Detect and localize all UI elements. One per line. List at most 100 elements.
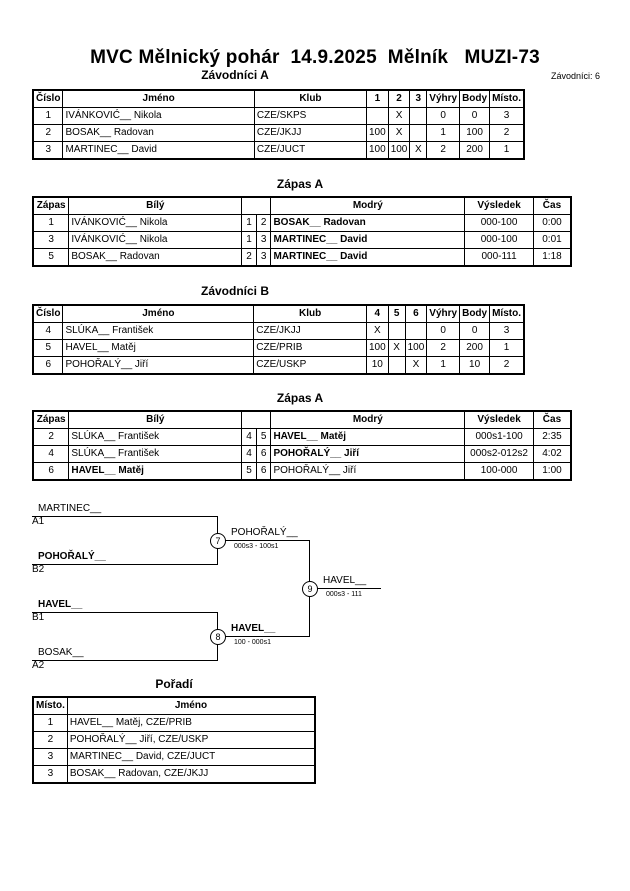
pool-b-header-row: Číslo Jméno Klub 4 5 6 Výhry Body Místo.	[32, 304, 525, 323]
col-header: Zápas	[32, 410, 70, 429]
score-cell: 10	[365, 356, 389, 375]
points-cell: 10	[459, 356, 491, 375]
bracket-competitor-a2: BOSAK__	[38, 647, 84, 658]
matches-b-table: Zápas Bílý Modrý Výsledek Čas 2 SLÚKA__ …	[32, 410, 572, 481]
match-result: 000-111	[464, 248, 534, 267]
pool-b-table: Číslo Jméno Klub 4 5 6 Výhry Body Místo.…	[32, 304, 525, 375]
bracket-winner-8: HAVEL__	[231, 623, 276, 634]
competitor-club: CZE/JKJJ	[253, 124, 368, 142]
blue-number: 3	[255, 248, 272, 267]
match-number: 1	[32, 214, 70, 232]
score-cell	[366, 107, 389, 125]
pool-b-heading: Závodníci B	[200, 284, 269, 298]
match-time: 2:35	[532, 428, 572, 446]
competitor-number: 3	[32, 141, 64, 160]
white-number: 5	[241, 462, 257, 481]
rank-name: BOSAK__ Radovan, CZE/JKJJ	[66, 765, 316, 784]
points-cell: 0	[459, 107, 491, 125]
wins-cell: 0	[426, 322, 461, 340]
blue-number: 6	[255, 445, 272, 463]
score-cell: X	[404, 356, 428, 375]
rank-name: POHOŘALÝ__ Jiří, CZE/USKP	[66, 731, 316, 749]
col-header: 6	[404, 304, 428, 323]
rank-place: 3	[32, 765, 68, 784]
competitor-club: CZE/PRIB	[253, 339, 367, 357]
rank-place: 1	[32, 714, 68, 732]
blue-competitor: HAVEL__ Matěj	[270, 428, 466, 446]
score-cell: X	[387, 107, 411, 125]
score-cell	[387, 356, 406, 375]
match-number: 2	[32, 428, 70, 446]
table-row: 2 POHOŘALÝ__ Jiří, CZE/USKP	[32, 731, 316, 749]
match-result: 000s1-100	[464, 428, 534, 446]
ranking-header-row: Místo. Jméno	[32, 696, 316, 715]
points-cell: 0	[459, 322, 491, 340]
pool-a-heading: Závodníci A	[201, 68, 269, 82]
bracket-match-7: 7	[210, 533, 226, 549]
match-time: 4:02	[532, 445, 572, 463]
bracket-match-8: 8	[210, 629, 226, 645]
score-cell	[409, 107, 428, 125]
col-header: Výsledek	[464, 410, 534, 429]
col-header: Klub	[253, 304, 367, 323]
matches-b-heading: Zápas A	[276, 391, 324, 405]
score-cell: X	[409, 141, 428, 160]
col-header: Modrý	[270, 196, 466, 215]
bracket-line	[32, 612, 218, 613]
col-header: 1	[366, 89, 389, 108]
table-row: 3 IVÁNKOVIĆ__ Nikola 1 3 MARTINEC__ Davi…	[32, 231, 572, 249]
wins-cell: 1	[426, 356, 461, 375]
col-header: Čas	[532, 410, 572, 429]
bracket-line	[32, 516, 218, 517]
wins-cell: 2	[426, 339, 461, 357]
col-header: Body	[459, 304, 491, 323]
bracket-competitor-b1: HAVEL__	[38, 599, 83, 610]
bracket-line	[217, 636, 309, 637]
competitors-count: Závodníci: 6	[550, 71, 600, 81]
col-header: Výhry	[426, 304, 461, 323]
rank-place: 3	[32, 748, 68, 766]
place-cell: 1	[489, 339, 525, 357]
score-cell: 100	[366, 124, 389, 142]
match-time: 0:00	[532, 214, 572, 232]
place-cell: 2	[489, 124, 525, 142]
table-row: 3 BOSAK__ Radovan, CZE/JKJJ	[32, 765, 316, 784]
competitor-name: HAVEL__ Matěj	[62, 339, 255, 357]
bracket-line	[217, 540, 309, 541]
score-cell	[387, 322, 406, 340]
matches-b-header-row: Zápas Bílý Modrý Výsledek Čas	[32, 410, 572, 429]
blue-competitor: MARTINEC__ David	[270, 231, 466, 249]
col-header: Jméno	[62, 89, 255, 108]
col-header: Číslo	[32, 89, 64, 108]
match-number: 4	[32, 445, 70, 463]
blue-competitor: POHOŘALÝ__ Jiří	[270, 445, 466, 463]
competitor-name: BOSAK__ Radovan	[62, 124, 255, 142]
col-header: Bílý	[68, 196, 243, 215]
table-row: 6 HAVEL__ Matěj 5 6 POHOŘALÝ__ Jiří 100-…	[32, 462, 572, 481]
points-cell: 200	[459, 141, 491, 160]
place-cell: 1	[489, 141, 525, 160]
rank-place: 2	[32, 731, 68, 749]
score-cell: 100	[366, 141, 389, 160]
competitor-number: 1	[32, 107, 64, 125]
competitor-number: 2	[32, 124, 64, 142]
matches-a-header-row: Zápas Bílý Modrý Výsledek Čas	[32, 196, 572, 215]
score-cell	[409, 124, 428, 142]
col-header: Místo.	[489, 304, 525, 323]
match-result: 100-000	[464, 462, 534, 481]
bracket-competitor-b2: POHOŘALÝ__	[38, 551, 106, 562]
competitor-name: MARTINEC__ David	[62, 141, 255, 160]
rank-name: MARTINEC__ David, CZE/JUCT	[66, 748, 316, 766]
place-cell: 2	[489, 356, 525, 375]
competitor-club: CZE/JUCT	[253, 141, 368, 160]
points-cell: 100	[459, 124, 491, 142]
col-header: 3	[409, 89, 428, 108]
col-header: Číslo	[32, 304, 64, 323]
match-time: 1:00	[532, 462, 572, 481]
white-competitor: IVÁNKOVIĆ__ Nikola	[68, 231, 243, 249]
score-cell: X	[365, 322, 389, 340]
place-cell: 3	[489, 107, 525, 125]
table-row: 5 HAVEL__ Matěj CZE/PRIB 100 X 100 2 200…	[32, 339, 525, 357]
rank-name: HAVEL__ Matěj, CZE/PRIB	[66, 714, 316, 732]
white-competitor: IVÁNKOVIĆ__ Nikola	[68, 214, 243, 232]
